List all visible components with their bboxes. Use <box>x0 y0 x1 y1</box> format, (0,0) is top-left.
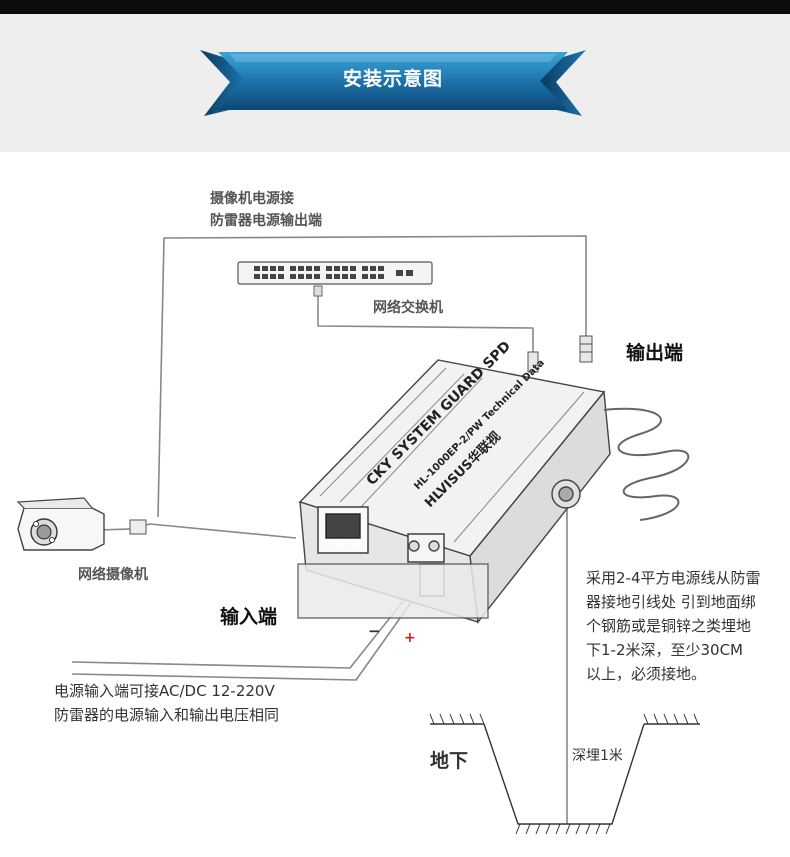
ground-note-line: 下1-2米深，至少30CM <box>586 641 744 659</box>
top-bar <box>0 0 790 14</box>
network-switch-label: 网络交换机 <box>373 300 443 316</box>
polarity-plus: + <box>404 630 416 646</box>
ground-trench <box>429 713 700 835</box>
page-title: 安装示意图 <box>342 68 443 90</box>
camera-power-label-line2: 防雷器电源输出端 <box>210 213 322 229</box>
coiled-cable <box>603 407 690 521</box>
polarity-minus: − <box>368 622 381 640</box>
bury-depth-label: 深埋1米 <box>572 748 623 764</box>
ground-note-line: 以上，必须接地。 <box>586 665 707 683</box>
device-port-label: LAN IN <box>330 541 360 550</box>
underground-label: 地下 <box>430 750 469 772</box>
installation-diagram: CKY SYSTEM GUARD SPD HL-1000EP-2/PW Tech… <box>16 235 700 835</box>
title-banner <box>200 50 586 116</box>
camera-device <box>16 497 147 551</box>
ground-note-line: 器接地引线处 引到地面绑 <box>586 593 756 611</box>
output-end-label: 输出端 <box>626 342 684 364</box>
output-power-cable <box>157 235 587 518</box>
ground-note: 采用2-4平方电源线从防雷 器接地引线处 引到地面绑 个钢筋或是铜锌之类埋地 下… <box>586 566 761 686</box>
surge-protector-device <box>297 359 611 624</box>
network-plug-top <box>527 351 539 373</box>
ground-note-line: 采用2-4平方电源线从防雷 <box>586 569 761 587</box>
network-camera-label: 网络摄像机 <box>78 567 148 583</box>
output-terminal-plug <box>579 335 593 363</box>
power-note-line1: 电源输入端可接AC/DC 12-220V <box>54 682 275 700</box>
input-power-cable-2 <box>71 589 421 681</box>
power-note-line2: 防雷器的电源输入和输出电压相同 <box>54 706 280 724</box>
network-cable-camera <box>97 523 297 539</box>
camera-power-label-line1: 摄像机电源接 <box>210 191 294 207</box>
network-cable-switch <box>317 294 534 357</box>
ground-note-line: 个钢筋或是铜锌之类埋地 <box>586 617 752 635</box>
input-end-label: 输入端 <box>220 606 278 628</box>
network-switch-device <box>237 261 433 297</box>
